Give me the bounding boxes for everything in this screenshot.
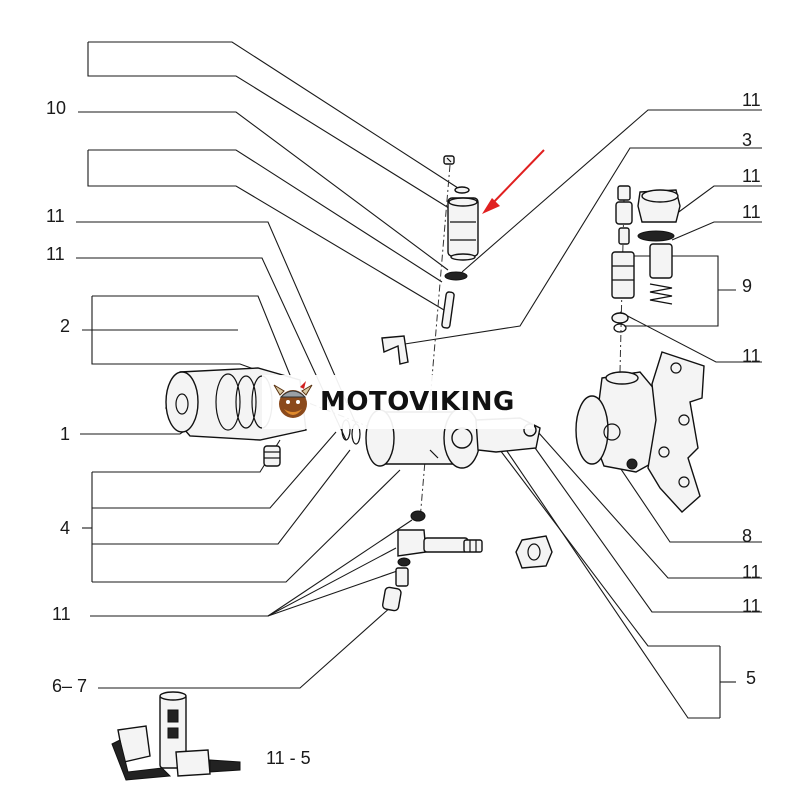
lever-bracket — [381, 335, 409, 365]
leader-line — [78, 111, 449, 271]
leader-line — [267, 569, 401, 617]
valve-assembly — [611, 185, 635, 333]
pin — [441, 291, 455, 329]
leader-line — [92, 449, 351, 545]
leader-line — [527, 437, 762, 613]
leader-line — [92, 295, 293, 381]
leader-line — [87, 42, 453, 211]
leader-line — [671, 221, 762, 241]
banjo-fitting — [381, 510, 483, 612]
callout-11: 11 — [742, 562, 761, 582]
cap-washer — [454, 186, 470, 194]
leader-line — [499, 449, 720, 647]
leader-line — [92, 431, 337, 509]
watermark-text: MOTOVIKING — [320, 387, 515, 417]
leader-line — [537, 431, 762, 579]
callout-1: 1 — [60, 424, 70, 444]
cover-gasket — [575, 351, 705, 513]
leader-line — [619, 311, 762, 363]
leader-line — [92, 469, 401, 583]
callout-11: 11 — [52, 604, 71, 624]
callout-11: 11 — [742, 346, 761, 366]
callout-11: 11 — [742, 202, 761, 222]
leader-line — [88, 41, 459, 189]
leader-line — [267, 519, 413, 617]
tool-illustration — [111, 691, 241, 781]
callout-8: 8 — [742, 526, 752, 546]
callout-11: 11 — [46, 206, 65, 226]
callout-3: 3 — [742, 130, 752, 150]
callout-6-7: 6– 7 — [52, 676, 87, 696]
callout-11: 11 — [742, 166, 761, 186]
callout-11: 11 — [46, 244, 65, 264]
leader-line — [98, 605, 393, 689]
cap-nut — [637, 189, 681, 305]
leader-line — [675, 185, 762, 215]
leader-line — [88, 149, 443, 283]
callout-5: 5 — [746, 668, 756, 688]
watermark-banner: MOTOVIKING — [262, 375, 534, 429]
screw-top — [443, 155, 455, 165]
callout-9: 9 — [742, 276, 752, 296]
leader-line — [76, 221, 357, 425]
fitting — [263, 445, 281, 467]
leader-line — [91, 296, 263, 373]
callout-10: 10 — [46, 98, 66, 118]
solenoid — [447, 197, 479, 261]
leader-line — [87, 150, 445, 311]
callout-numbers: 10 11 3 11 11 9 11 11 11 2 1 4 8 11 11 1… — [46, 90, 761, 768]
highlight-arrow — [482, 149, 545, 214]
callout-11-5: 11 - 5 — [266, 748, 311, 768]
callout-2: 2 — [60, 316, 70, 336]
callout-11: 11 — [742, 90, 761, 110]
callout-11: 11 — [742, 596, 761, 616]
o-ring — [444, 271, 468, 281]
nut — [515, 535, 553, 569]
leader-line — [493, 431, 720, 719]
leader-line — [391, 147, 762, 347]
leader-line — [92, 439, 281, 473]
callout-4: 4 — [60, 518, 70, 538]
viking-logo-icon — [273, 381, 313, 418]
leader-line — [461, 109, 762, 273]
